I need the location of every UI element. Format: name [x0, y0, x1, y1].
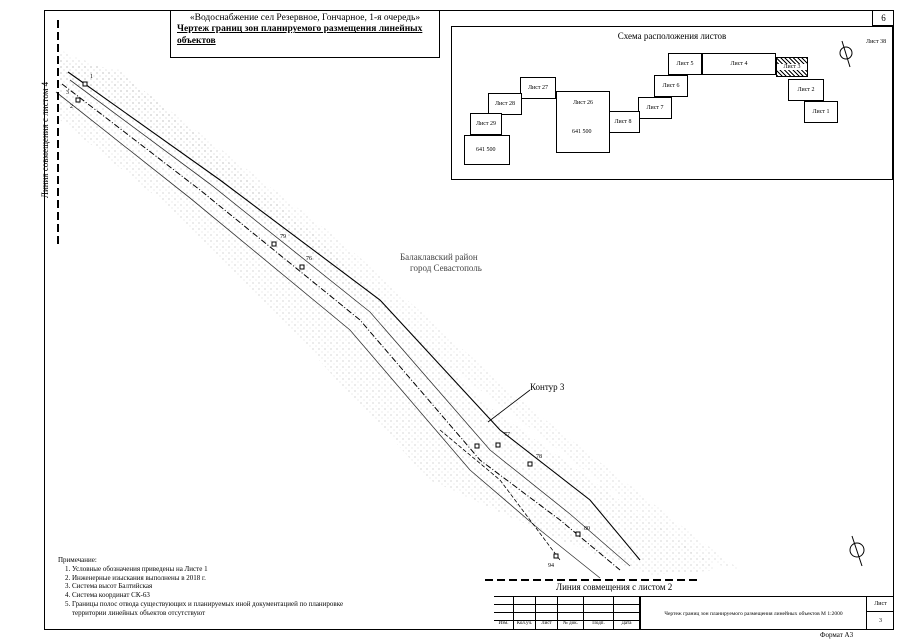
- title-block-main-text: Чертеж границ зон планируемого размещени…: [640, 596, 866, 630]
- point-label: 94: [548, 563, 554, 569]
- drawing-title: Чертеж границ зон планируемого размещени…: [177, 24, 423, 46]
- key-block-label-a: 641 500: [572, 129, 592, 135]
- point-marker: [82, 81, 88, 87]
- tb-col-date: Дата: [614, 620, 640, 630]
- key-sheet-27[interactable]: Лист 27: [520, 77, 556, 99]
- point-label: 79: [280, 234, 286, 240]
- key-sheet-28[interactable]: Лист 28: [488, 93, 522, 115]
- point-marker: [299, 264, 305, 270]
- note-item: Границы полос отвода существующих и план…: [72, 600, 358, 618]
- district-label: Балаклавский район: [400, 252, 478, 262]
- key-block-label-b: 641 500: [476, 147, 496, 153]
- route-line-a: [61, 83, 621, 571]
- tb-col-podp: Подп.: [584, 620, 614, 630]
- tb-col-kol: Кол.уч.: [514, 620, 536, 630]
- notes-list: Условные обозначения приведены на Листе …: [58, 565, 358, 618]
- north-arrow-icon: [849, 535, 865, 567]
- point-label: 78: [536, 454, 542, 460]
- contour-leader: [487, 389, 531, 423]
- format-label: Формат А3: [820, 631, 854, 639]
- match-line-bottom-label: Линия совмещения с листом 2: [556, 582, 673, 592]
- route-line-c: [55, 91, 601, 579]
- tb-sheet-label: Лист: [867, 597, 894, 612]
- notes-heading: Примечание:: [58, 556, 97, 564]
- point-label: 2: [70, 104, 73, 110]
- slope-upper: [60, 50, 740, 570]
- point-marker: [575, 531, 581, 537]
- point-label: 3: [66, 90, 69, 96]
- point-marker: [75, 97, 81, 103]
- route-line-b: [69, 79, 631, 567]
- key-sheet-1[interactable]: Лист 1: [804, 101, 838, 123]
- notes-block: Примечание: Условные обозначения приведе…: [58, 556, 358, 617]
- north-arrow-icon: [839, 40, 853, 68]
- tb-col-list: Лист: [536, 620, 558, 630]
- point-marker: [271, 241, 277, 247]
- point-marker: [527, 461, 533, 467]
- tb-col-doc: № док.: [558, 620, 584, 630]
- key-north-ref: Лист 38: [866, 39, 887, 45]
- key-sheet-5[interactable]: Лист 5: [668, 53, 702, 75]
- tb-col-izm: Изм.: [494, 620, 514, 630]
- title-block-sheet: Лист 3: [866, 596, 894, 630]
- branch-line: [439, 429, 561, 561]
- point-marker: [495, 442, 501, 448]
- point-label: 1: [90, 74, 93, 80]
- key-map: Схема расположения листов Лист 5 Лист 4 …: [451, 26, 893, 180]
- tb-sheet-value: 3: [879, 618, 882, 624]
- key-sheet-2[interactable]: Лист 2: [788, 79, 824, 101]
- key-sheet-4[interactable]: Лист 4: [702, 53, 776, 75]
- city-label: город Севастополь: [410, 263, 482, 273]
- point-markers: [75, 81, 581, 559]
- key-sheet-29[interactable]: Лист 29: [470, 113, 502, 135]
- key-sheet-26[interactable]: Лист 26: [556, 91, 610, 153]
- title-box: «Водоснабжение сел Резервное, Гончарное,…: [170, 10, 440, 58]
- note-item: Система высот Балтийская: [72, 582, 358, 591]
- drawing-frame: [44, 10, 894, 630]
- key-sheet-7[interactable]: Лист 7: [638, 97, 672, 119]
- key-map-title: Схема расположения листов: [617, 31, 727, 41]
- point-label: 77: [504, 432, 510, 438]
- note-item: Условные обозначения приведены на Листе …: [72, 565, 358, 574]
- note-item: Инженерные изыскания выполнены в 2018 г.: [72, 574, 358, 583]
- point-label: 80: [584, 526, 590, 532]
- key-sheet-block: [464, 135, 510, 165]
- note-item: Система координат СК-63: [72, 591, 358, 600]
- project-title: «Водоснабжение сел Резервное, Гончарное,…: [189, 13, 421, 23]
- contour-label: Контур 3: [530, 382, 565, 392]
- title-block-grid: Изм. Кол.уч. Лист № док. Подп. Дата: [494, 596, 640, 630]
- contour-boundary: [67, 71, 641, 561]
- title-block: Изм. Кол.уч. Лист № док. Подп. Дата Черт…: [494, 596, 894, 630]
- point-marker: [553, 553, 559, 559]
- sheet-number: 6: [872, 10, 894, 26]
- point-marker: [474, 443, 480, 449]
- point-label: 76: [306, 256, 312, 262]
- match-line-left-label: Линия совмещения с листом 4: [40, 81, 50, 199]
- key-sheet-6[interactable]: Лист 6: [654, 75, 688, 97]
- key-sheet-3[interactable]: Лист 3: [776, 57, 808, 77]
- match-line-left-label-box: Линия совмещения с листом 4: [38, 40, 52, 240]
